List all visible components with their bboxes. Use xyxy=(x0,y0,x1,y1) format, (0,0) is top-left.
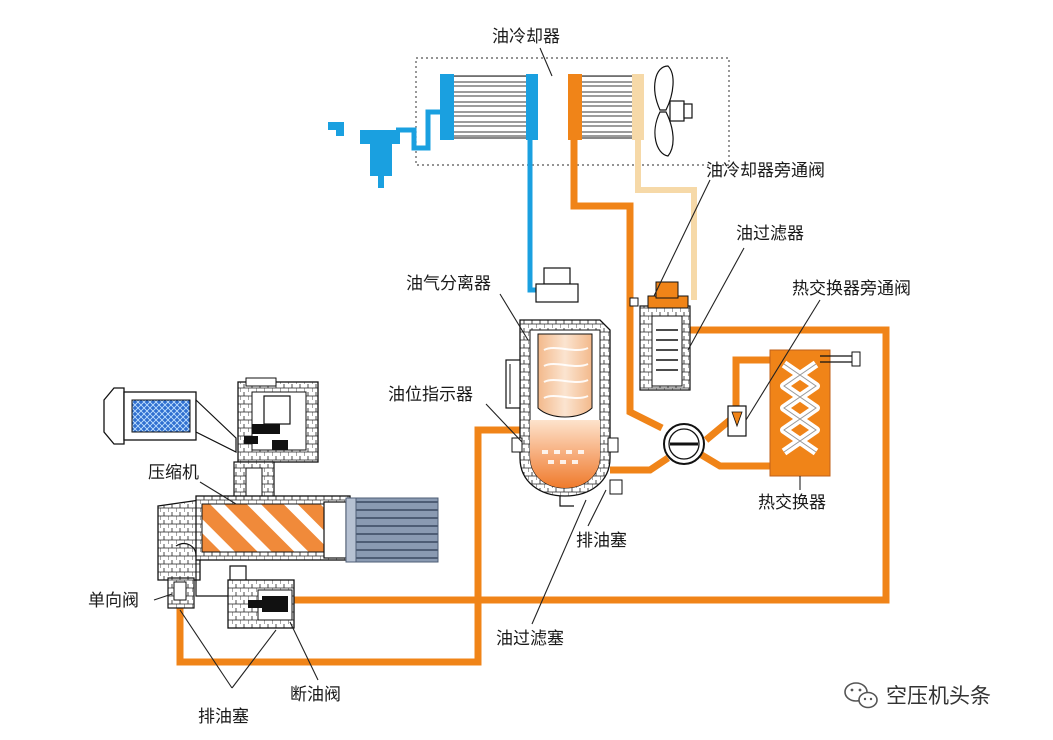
label-oil-filter: 油过滤器 xyxy=(736,224,804,244)
heat-exchanger-bypass-valve xyxy=(727,405,747,437)
label-heat-exchanger: 热交换器 xyxy=(758,493,826,513)
label-drain-plug-right: 排油塞 xyxy=(576,531,627,551)
oil-cooler xyxy=(415,57,730,166)
air-intake-filter xyxy=(103,387,237,453)
watermark-text: 空压机头条 xyxy=(886,684,991,708)
label-drain-plug-bottom: 排油塞 xyxy=(198,707,249,727)
compressor-unit xyxy=(157,495,439,616)
oil-cutoff-valve xyxy=(227,579,295,629)
label-oil-filter-plug: 油过滤塞 xyxy=(496,629,564,649)
fan-icon xyxy=(654,65,693,157)
label-check-valve: 单向阀 xyxy=(88,591,139,611)
label-oil-gas-separator: 油气分离器 xyxy=(406,274,491,294)
label-compressor: 压缩机 xyxy=(148,463,199,483)
label-oil-level-indicator: 油位指示器 xyxy=(388,385,473,405)
wechat-icon xyxy=(844,682,878,709)
heat-exchanger xyxy=(769,349,861,477)
label-oil-cooler-bypass-valve: 油冷却器旁通阀 xyxy=(706,161,825,181)
temperature-control-valve xyxy=(663,423,705,465)
oil-gas-separator-tank xyxy=(505,267,623,507)
oil-filter xyxy=(629,281,691,391)
cold-oil-line xyxy=(328,109,540,293)
intake-valve xyxy=(233,377,319,503)
check-valve xyxy=(167,577,195,609)
leader-lines xyxy=(153,47,821,689)
watermark: 空压机头条 xyxy=(844,682,991,709)
label-heat-exchanger-bypass-valve: 热交换器旁通阀 xyxy=(792,279,911,299)
label-oil-cooler: 油冷却器 xyxy=(492,27,560,47)
bypass-line xyxy=(635,140,697,300)
label-oil-cutoff-valve: 断油阀 xyxy=(290,685,341,705)
